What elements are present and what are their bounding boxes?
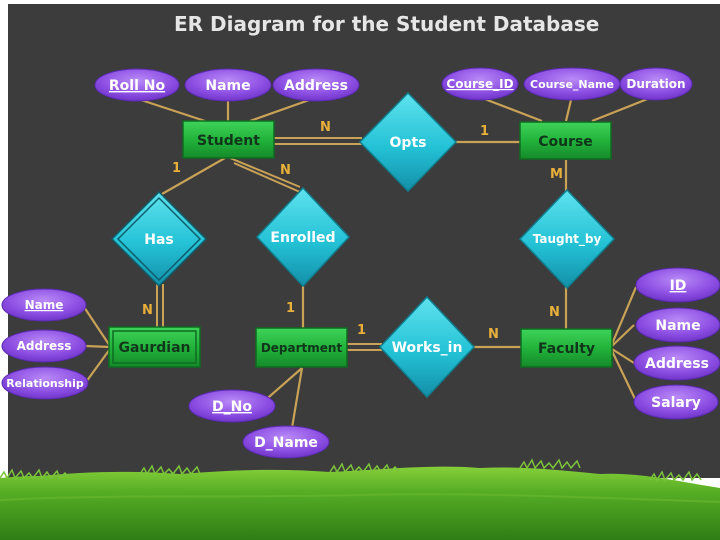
attribute-gaurdian-address-label: Address [17,339,72,353]
relationship-taught-by-label: Taught_by [533,232,602,247]
entity-department[interactable]: Department [255,327,348,368]
connector-lines [83,96,651,429]
attribute-gaurdian-relationship-label: Relationship [6,377,84,390]
attribute-faculty-address-label: Address [645,356,709,372]
link-gaddress-gaurdian [85,344,111,349]
relationship-opts-label: Opts [390,135,427,151]
card-taughtby-faculty: N [549,305,560,320]
attribute-course-courseid-label: Course_ID [446,77,513,92]
relationship-opts[interactable]: Opts [358,91,458,193]
attribute-student-rollno-key[interactable]: Roll No [94,68,180,102]
link-courseid-course [481,96,543,123]
link-duration-course [591,96,651,123]
attribute-department-dno-key[interactable]: D_No [188,389,276,423]
card-course-taughtby: M [550,167,563,182]
attribute-faculty-address[interactable]: Address [633,345,720,381]
attribute-faculty-salary[interactable]: Salary [633,384,719,420]
card-student-opts: N [320,120,331,135]
card-department-worksin: 1 [357,323,366,338]
attribute-course-duration-label: Duration [626,77,685,91]
link-fname-faculty [611,324,635,347]
card-worksin-faculty: N [488,327,499,342]
attribute-faculty-name-label: Name [655,318,700,334]
attribute-course-duration[interactable]: Duration [619,67,693,101]
relationship-enrolled-label: Enrolled [270,230,335,246]
relationship-enrolled[interactable]: Enrolled [255,186,351,288]
attribute-department-dname-label: D_Name [254,435,318,451]
attribute-gaurdian-name-label: Name [25,298,64,312]
card-opts-course: 1 [480,124,489,139]
link-id-faculty [610,286,638,345]
link-student-enrolled-2 [233,162,301,193]
card-student-has: 1 [172,161,181,176]
entity-faculty-label: Faculty [538,341,595,357]
relationship-has-label: Has [144,232,174,248]
attribute-gaurdian-address[interactable]: Address [1,329,87,363]
attribute-faculty-salary-label: Salary [651,395,701,411]
entity-student-label: Student [197,133,260,149]
link-student-enrolled [229,157,301,188]
attribute-gaurdian-name-key[interactable]: Name [1,288,87,322]
attribute-student-name-label: Name [205,78,250,94]
entity-gaurdian-label: Gaurdian [118,340,190,356]
entity-student[interactable]: Student [182,120,275,159]
card-student-enrolled: N [280,163,291,178]
link-salary-faculty [611,350,637,402]
attribute-department-dname[interactable]: D_Name [242,425,330,459]
entity-department-label: Department [261,341,343,355]
attribute-student-address[interactable]: Address [272,68,360,102]
relationship-works-in-label: Works_in [392,340,463,356]
attribute-student-rollno-label: Roll No [109,78,166,94]
attribute-course-coursename-label: Course_Name [530,78,614,91]
card-has-gaurdian: N [142,303,153,318]
link-address-student [249,97,313,123]
relationship-taught-by[interactable]: Taught_by [518,188,616,290]
attribute-faculty-id-key[interactable]: ID [635,267,720,303]
link-rollno-student [137,97,206,123]
link-coursename-course [564,99,573,122]
diagram-title: ER Diagram for the Student Database [174,12,599,36]
attribute-course-courseid-key[interactable]: Course_ID [441,67,519,101]
grass-footer [0,458,720,540]
entity-course[interactable]: Course [519,121,612,160]
entity-faculty[interactable]: Faculty [520,328,613,368]
entity-gaurdian-weak[interactable]: Gaurdian [108,326,201,368]
attribute-faculty-id-label: ID [670,278,687,294]
link-student-has [161,157,226,195]
link-faddress-faculty [611,348,635,364]
attribute-student-address-label: Address [284,78,348,94]
relationship-works-in[interactable]: Works_in [378,295,476,399]
link-dname-department [290,367,304,429]
attribute-student-name[interactable]: Name [184,68,272,102]
link-gname-gaurdian [83,306,111,347]
cardinality-labels: N 1 1 N N 1 M N 1 N [142,120,563,342]
link-grelationship-gaurdian [85,348,111,383]
entity-course-label: Course [538,134,593,150]
card-enrolled-department: 1 [286,301,295,316]
attribute-department-dno-label: D_No [212,399,252,415]
relationship-has-identifying[interactable]: Has [110,190,208,288]
attribute-gaurdian-relationship[interactable]: Relationship [1,366,89,400]
attribute-course-coursename[interactable]: Course_Name [523,67,621,101]
attribute-faculty-name[interactable]: Name [635,307,720,343]
